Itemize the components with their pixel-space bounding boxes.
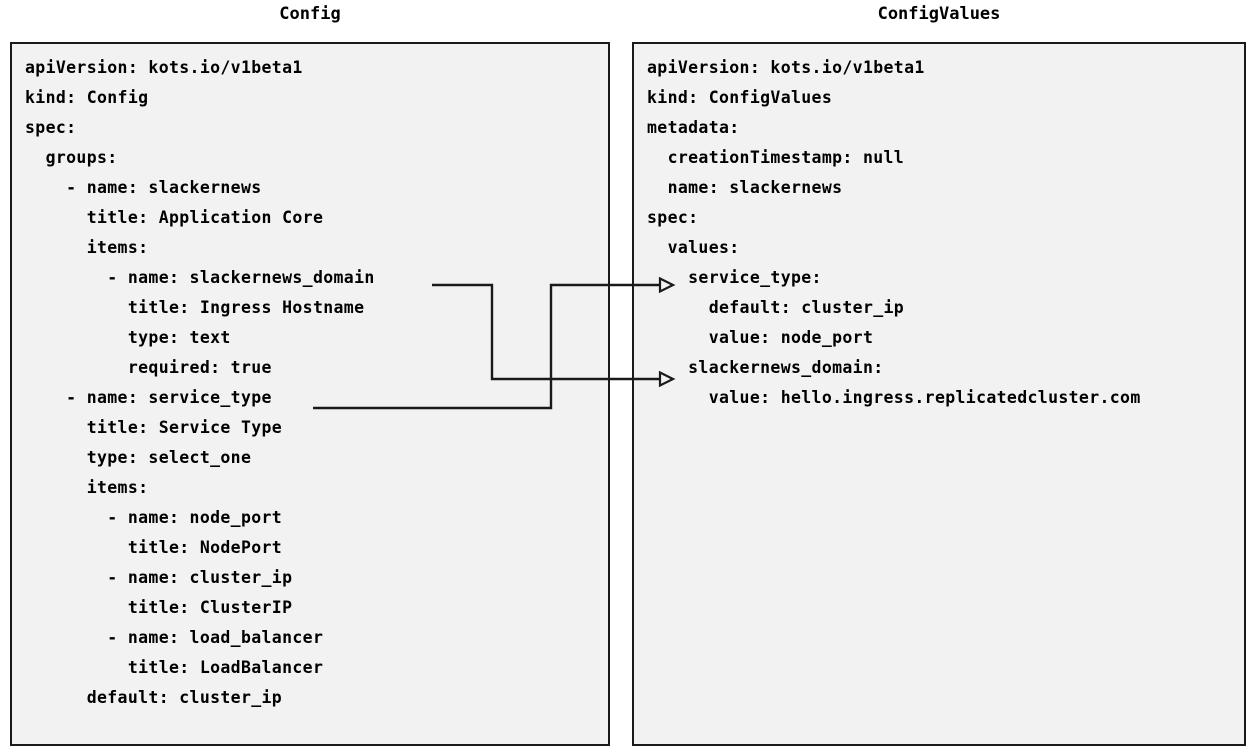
- configvalues-yaml-line: values:: [647, 238, 740, 257]
- config-yaml-line: type: text: [25, 328, 231, 347]
- config-yaml-line: apiVersion: kots.io/v1beta1: [25, 58, 303, 77]
- config-yaml-line: kind: Config: [25, 88, 149, 107]
- configvalues-yaml-line: creationTimestamp: null: [647, 148, 905, 167]
- config-yaml-line: title: NodePort: [25, 538, 283, 557]
- config-yaml-line: - name: slackernews_domain: [25, 268, 375, 287]
- config-panel-title: Config: [279, 4, 341, 24]
- config-yaml-line: title: Service Type: [25, 418, 283, 437]
- config-yaml-line: items:: [25, 478, 149, 497]
- config-yaml-line: items:: [25, 238, 149, 257]
- config-yaml-line: title: Ingress Hostname: [25, 298, 365, 317]
- configvalues-yaml-line: apiVersion: kots.io/v1beta1: [647, 58, 925, 77]
- configvalues-yaml-line: value: hello.ingress.replicatedcluster.c…: [647, 388, 1141, 407]
- configvalues-yaml-panel: apiVersion: kots.io/v1beta1 kind: ConfigV…: [632, 42, 1246, 746]
- configvalues-yaml-line: default: cluster_ip: [647, 298, 905, 317]
- config-yaml-line: default: cluster_ip: [25, 688, 283, 707]
- config-yaml-panel: apiVersion: kots.io/v1beta1 kind: Config s…: [10, 42, 610, 746]
- config-yaml-line: title: ClusterIP: [25, 598, 293, 617]
- config-yaml-line: title: LoadBalancer: [25, 658, 324, 677]
- config-yaml-line: groups:: [25, 148, 118, 167]
- config-yaml-line: - name: slackernews: [25, 178, 262, 197]
- configvalues-yaml-line: value: node_port: [647, 328, 874, 347]
- configvalues-yaml-line: kind: ConfigValues: [647, 88, 833, 107]
- configvalues-panel-title: ConfigValues: [877, 4, 1001, 24]
- configvalues-yaml-line: name: slackernews: [647, 178, 843, 197]
- configvalues-yaml-line: metadata:: [647, 118, 740, 137]
- config-yaml-line: spec:: [25, 118, 77, 137]
- configvalues-yaml-body: apiVersion: kots.io/v1beta1 kind: ConfigV…: [634, 44, 1141, 413]
- configvalues-yaml-line: service_type:: [647, 268, 822, 287]
- config-yaml-line: title: Application Core: [25, 208, 324, 227]
- config-yaml-line: - name: node_port: [25, 508, 283, 527]
- configvalues-yaml-line: spec:: [647, 208, 699, 227]
- config-yaml-line: required: true: [25, 358, 272, 377]
- config-yaml-body: apiVersion: kots.io/v1beta1 kind: Config s…: [12, 44, 375, 713]
- config-yaml-line: - name: load_balancer: [25, 628, 324, 647]
- config-yaml-line: type: select_one: [25, 448, 252, 467]
- config-yaml-line: - name: cluster_ip: [25, 568, 293, 587]
- config-yaml-line: - name: service_type: [25, 388, 272, 407]
- configvalues-yaml-line: slackernews_domain:: [647, 358, 884, 377]
